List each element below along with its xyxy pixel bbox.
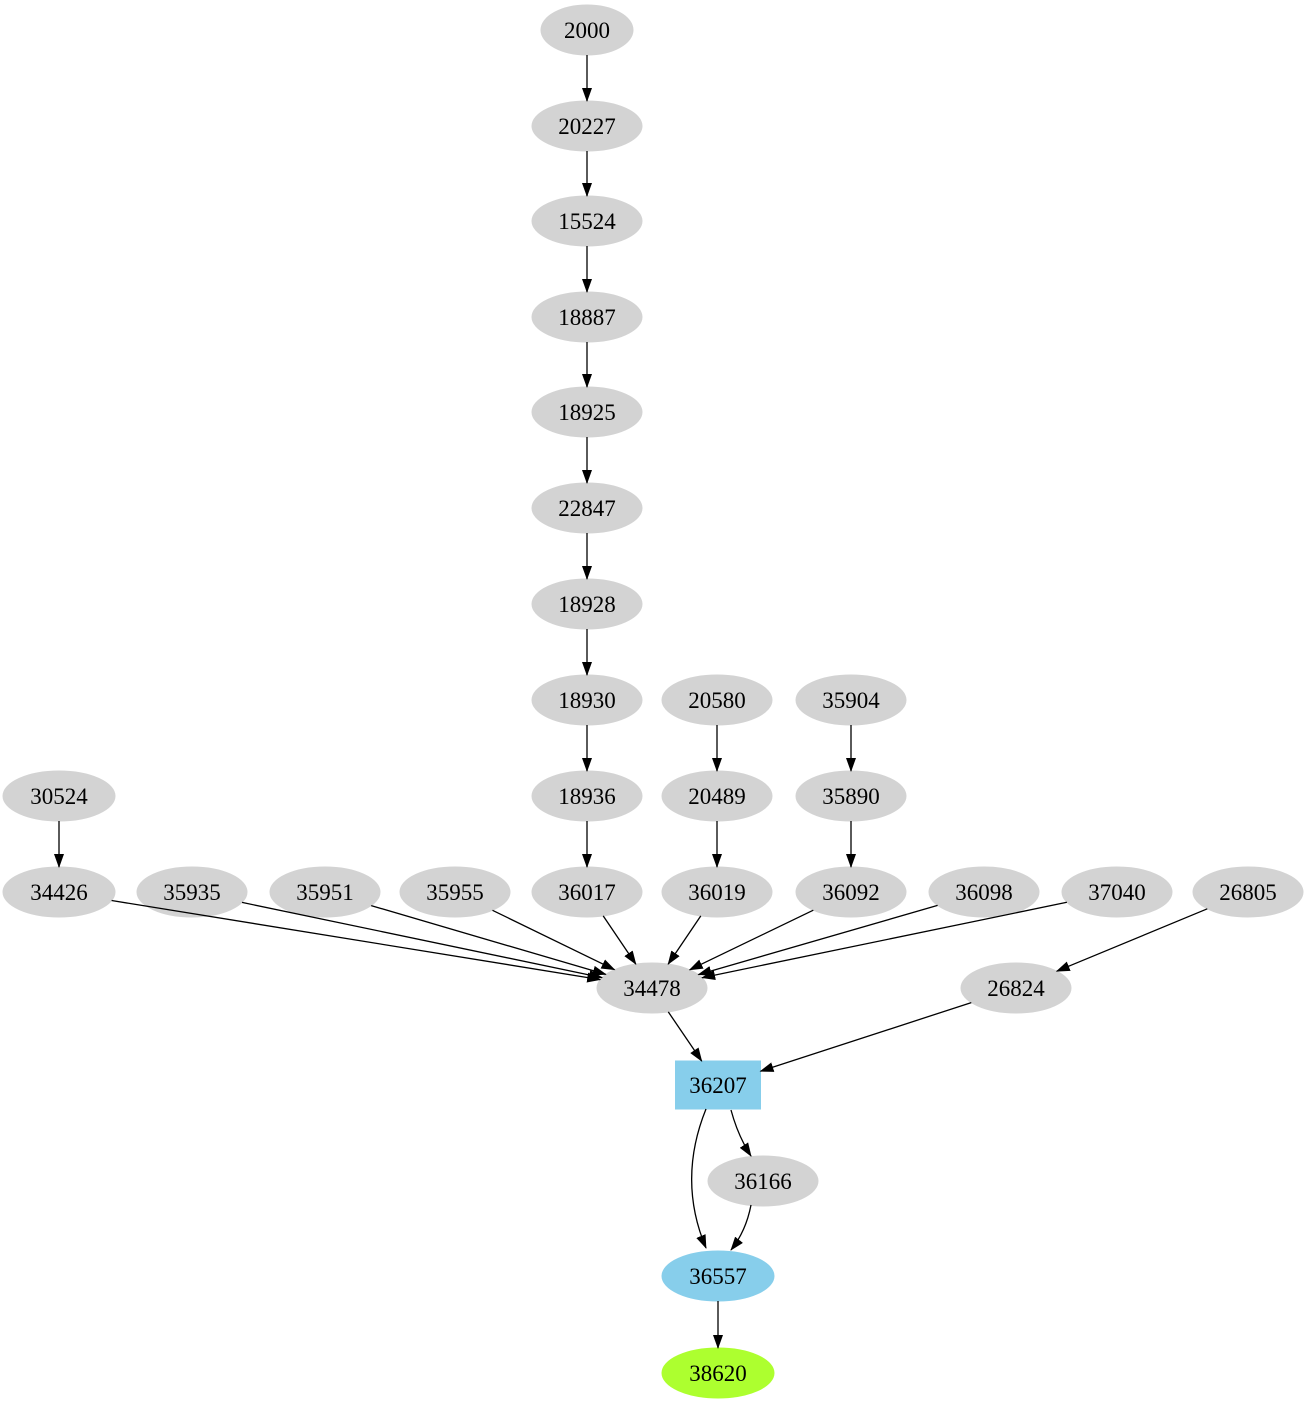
node-ellipse-shape: [960, 962, 1072, 1014]
node-ellipse-shape: [399, 866, 511, 918]
node-label-36092: 36092: [822, 880, 880, 905]
graph-node-15524: 15524: [531, 195, 643, 247]
node-label-2000: 2000: [564, 18, 610, 43]
graph-node-36092: 36092: [795, 866, 907, 918]
node-label-22847: 22847: [558, 496, 616, 521]
graph-node-18930: 18930: [531, 674, 643, 726]
node-label-35935: 35935: [163, 880, 221, 905]
node-label-36098: 36098: [955, 880, 1013, 905]
graph-node-20580: 20580: [661, 674, 773, 726]
graph-edge-26824-36207: [759, 1001, 972, 1072]
graph-node-18925: 18925: [531, 386, 643, 438]
node-ellipse-shape: [596, 962, 708, 1014]
graph-edge-36098-34478: [697, 904, 938, 976]
node-ellipse-shape: [1061, 866, 1173, 918]
graph-edge-35951-34478: [371, 904, 607, 976]
node-label-26824: 26824: [987, 976, 1045, 1001]
graph-node-36098: 36098: [928, 866, 1040, 918]
node-label-36207: 36207: [689, 1073, 747, 1098]
node-label-36557: 36557: [689, 1264, 747, 1289]
graph-edge-34426-34478: [111, 899, 602, 983]
graph-edge-36207-36166: [730, 1109, 752, 1157]
graph-node-18928: 18928: [531, 578, 643, 630]
graph-node-35935: 35935: [136, 866, 248, 918]
graph-node-30524: 30524: [2, 770, 116, 822]
graph-node-35951: 35951: [269, 866, 381, 918]
graph-edge-35935-34478: [241, 901, 603, 980]
graph-node-2000: 2000: [540, 4, 634, 56]
graph-edge-34478-36207: [667, 1011, 703, 1062]
node-label-20227: 20227: [558, 114, 616, 139]
node-ellipse-shape: [928, 866, 1040, 918]
graph-node-35890: 35890: [795, 770, 907, 822]
node-label-36019: 36019: [688, 880, 746, 905]
node-label-36166: 36166: [734, 1169, 792, 1194]
graph-node-20489: 20489: [661, 770, 773, 822]
node-label-35890: 35890: [822, 784, 880, 809]
graph-edge-37040-34478: [701, 901, 1068, 980]
node-label-37040: 37040: [1088, 880, 1146, 905]
node-label-20489: 20489: [688, 784, 746, 809]
node-label-38620: 38620: [689, 1361, 747, 1386]
graph-node-38620: 38620: [661, 1347, 775, 1399]
graph-node-20227: 20227: [531, 100, 643, 152]
graph-node-26805: 26805: [1192, 866, 1304, 918]
graph-node-22847: 22847: [531, 482, 643, 534]
node-ellipse-shape: [269, 866, 381, 918]
graph-edge-36017-34478: [602, 915, 637, 965]
node-box-shape: [675, 1060, 761, 1110]
node-label-36017: 36017: [558, 880, 616, 905]
node-label-26805: 26805: [1219, 880, 1277, 905]
graph-edge-26805-26824: [1055, 908, 1208, 972]
graph-node-34478: 34478: [596, 962, 708, 1014]
graph-node-18936: 18936: [531, 770, 643, 822]
node-label-34478: 34478: [623, 976, 681, 1001]
graph-node-26824: 26824: [960, 962, 1072, 1014]
node-label-18925: 18925: [558, 400, 616, 425]
node-ellipse-shape: [136, 866, 248, 918]
node-label-18887: 18887: [558, 305, 616, 330]
graph-node-35904: 35904: [795, 674, 907, 726]
graph-edge-36207-36557: [691, 1108, 707, 1249]
node-label-35955: 35955: [426, 880, 484, 905]
graph-node-36207: 36207: [675, 1060, 761, 1110]
graph-node-36557: 36557: [661, 1250, 775, 1302]
node-label-30524: 30524: [30, 784, 88, 809]
node-label-18928: 18928: [558, 592, 616, 617]
graph-edge-35955-34478: [492, 909, 616, 971]
graph-node-34426: 34426: [2, 866, 116, 918]
node-label-18936: 18936: [558, 784, 616, 809]
graph-node-36019: 36019: [661, 866, 773, 918]
graph-edge-36019-34478: [667, 915, 702, 965]
node-ellipse-shape: [1192, 866, 1304, 918]
graph-node-36017: 36017: [531, 866, 643, 918]
node-label-35904: 35904: [822, 688, 880, 713]
graph-node-36166: 36166: [707, 1155, 819, 1207]
node-label-34426: 34426: [30, 880, 88, 905]
graph-node-35955: 35955: [399, 866, 511, 918]
node-label-20580: 20580: [688, 688, 746, 713]
node-ellipse-shape: [707, 1155, 819, 1207]
node-label-35951: 35951: [296, 880, 354, 905]
graph-edge-36092-34478: [688, 909, 814, 971]
graph-edge-36166-36557: [730, 1204, 752, 1251]
node-label-15524: 15524: [558, 209, 616, 234]
graph-node-18887: 18887: [531, 291, 643, 343]
node-label-18930: 18930: [558, 688, 616, 713]
graph-node-37040: 37040: [1061, 866, 1173, 918]
